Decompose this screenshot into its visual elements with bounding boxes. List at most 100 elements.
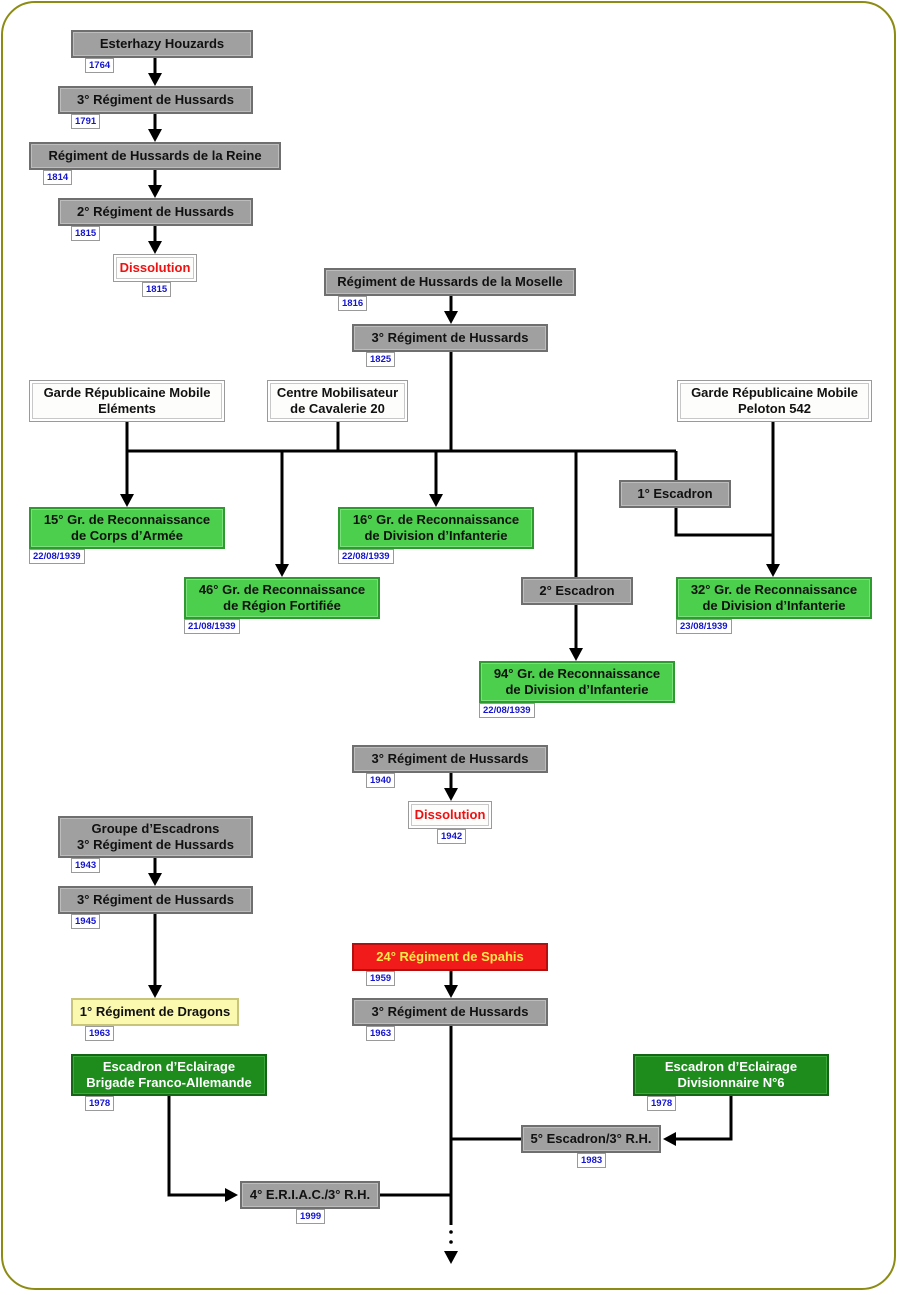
unit-label: Esterhazy Houzards xyxy=(99,36,225,51)
continuation-dot xyxy=(449,1240,453,1244)
connector-line xyxy=(167,1096,226,1197)
unit-box-ee-d6: Escadron d’Eclairage Divisionnaire N°6 xyxy=(633,1054,829,1096)
unit-box-gr32: 32° Gr. de Reconnaissance de Division d’… xyxy=(676,577,872,619)
unit-label: 46° Gr. de Reconnaissance de Région Fort… xyxy=(198,582,366,613)
unit-label: 3° Régiment de Hussards xyxy=(77,892,234,907)
unit-box-gr16: 16° Gr. de Reconnaissance de Division d’… xyxy=(338,507,534,549)
arrow-head-icon xyxy=(275,564,289,577)
unit-box-eriac4: 4° E.R.I.A.C./3° R.H. xyxy=(240,1181,380,1209)
unit-box-esc2: 2° Escadron xyxy=(521,577,633,605)
unit-label: Groupe d’Escadrons 3° Régiment de Hussar… xyxy=(77,821,234,852)
unit-box-moselle: Régiment de Hussards de la Moselle xyxy=(324,268,576,296)
unit-label: 16° Gr. de Reconnaissance de Division d’… xyxy=(352,512,520,543)
arrow-head-icon xyxy=(148,185,162,198)
date-tag: 1945 xyxy=(71,914,101,929)
date-tag: 1983 xyxy=(577,1153,607,1168)
unit-box-dragons: 1° Régiment de Dragons xyxy=(71,998,239,1026)
unit-label: Dissolution xyxy=(414,807,486,822)
unit-box-esc1: 1° Escadron xyxy=(619,480,731,508)
arrow-head-icon xyxy=(148,873,162,886)
unit-box-dissol-1942: Dissolution xyxy=(408,801,492,829)
unit-label: Garde Républicaine Mobile Peloton 542 xyxy=(691,385,858,416)
arrow-head-icon xyxy=(148,241,162,254)
unit-box-dissol-1815: Dissolution xyxy=(113,254,197,282)
arrow-head-icon xyxy=(444,788,458,801)
arrow-head-icon xyxy=(663,1132,676,1146)
unit-label: 4° E.R.I.A.C./3° R.H. xyxy=(249,1187,371,1202)
unit-label: 5° Escadron/3° R.H. xyxy=(530,1131,652,1146)
date-tag: 1959 xyxy=(366,971,396,986)
unit-box-grm-542: Garde Républicaine Mobile Peloton 542 xyxy=(677,380,872,422)
date-tag: 1943 xyxy=(71,858,101,873)
arrow-head-icon xyxy=(148,985,162,998)
date-tag: 22/08/1939 xyxy=(29,549,85,564)
unit-box-esc5: 5° Escadron/3° R.H. xyxy=(521,1125,661,1153)
date-tag: 1816 xyxy=(338,296,368,311)
unit-box-reine: Régiment de Hussards de la Reine xyxy=(29,142,281,170)
unit-label: 2° Régiment de Hussards xyxy=(77,204,234,219)
arrow-head-icon xyxy=(444,985,458,998)
unit-label: Régiment de Hussards de la Moselle xyxy=(337,274,563,289)
unit-box-gr15: 15° Gr. de Reconnaissance de Corps d’Arm… xyxy=(29,507,225,549)
unit-label: Garde Républicaine Mobile Eléments xyxy=(43,385,211,416)
date-tag: 1791 xyxy=(71,114,101,129)
unit-label: 3° Régiment de Hussards xyxy=(77,92,234,107)
unit-label: 94° Gr. de Reconnaissance de Division d’… xyxy=(493,666,661,697)
arrow-head-icon xyxy=(225,1188,238,1202)
unit-label: 3° Régiment de Hussards xyxy=(371,330,529,345)
unit-box-gr46: 46° Gr. de Reconnaissance de Région Fort… xyxy=(184,577,380,619)
date-tag: 1963 xyxy=(85,1026,115,1041)
date-tag: 1764 xyxy=(85,58,115,73)
date-tag: 23/08/1939 xyxy=(676,619,732,634)
arrow-head-icon xyxy=(148,73,162,86)
unit-label: 32° Gr. de Reconnaissance de Division d’… xyxy=(690,582,858,613)
unit-box-r3h-1940: 3° Régiment de Hussards xyxy=(352,745,548,773)
unit-label: Escadron d’Eclairage Divisionnaire N°6 xyxy=(664,1059,798,1090)
unit-label: Dissolution xyxy=(119,260,191,275)
arrow-head-icon xyxy=(120,494,134,507)
date-tag: 1815 xyxy=(142,282,172,297)
unit-box-r2h-1815: 2° Régiment de Hussards xyxy=(58,198,253,226)
arrow-head-icon xyxy=(444,311,458,324)
date-tag: 1940 xyxy=(366,773,396,788)
unit-box-r3h-1963: 3° Régiment de Hussards xyxy=(352,998,548,1026)
unit-label: 3° Régiment de Hussards xyxy=(371,1004,529,1019)
date-tag: 1814 xyxy=(43,170,73,185)
date-tag: 1999 xyxy=(296,1209,326,1224)
date-tag: 1963 xyxy=(366,1026,396,1041)
date-tag: 1978 xyxy=(647,1096,677,1111)
arrow-head-icon xyxy=(148,129,162,142)
date-tag: 1978 xyxy=(85,1096,115,1111)
unit-box-spahis: 24° Régiment de Spahis xyxy=(352,943,548,971)
arrow-head-icon xyxy=(569,648,583,661)
unit-label: 1° Escadron xyxy=(637,486,713,501)
unit-label: Régiment de Hussards de la Reine xyxy=(48,148,262,163)
unit-box-esterhazy: Esterhazy Houzards xyxy=(71,30,253,58)
unit-label: 15° Gr. de Reconnaissance de Corps d’Arm… xyxy=(43,512,211,543)
unit-label: Centre Mobilisateur de Cavalerie 20 xyxy=(276,385,399,416)
date-tag: 1942 xyxy=(437,829,467,844)
unit-box-r3h-1825: 3° Régiment de Hussards xyxy=(352,324,548,352)
date-tag: 1815 xyxy=(71,226,101,241)
connector-line xyxy=(674,508,773,537)
connector-line xyxy=(675,1096,733,1141)
unit-box-grm-elements: Garde Républicaine Mobile Eléments xyxy=(29,380,225,422)
unit-box-cm20: Centre Mobilisateur de Cavalerie 20 xyxy=(267,380,408,422)
unit-label: 3° Régiment de Hussards xyxy=(371,751,529,766)
unit-box-groupe-esc: Groupe d’Escadrons 3° Régiment de Hussar… xyxy=(58,816,253,858)
unit-box-r3h-1791: 3° Régiment de Hussards xyxy=(58,86,253,114)
date-tag: 22/08/1939 xyxy=(479,703,535,718)
unit-box-ee-bfa: Escadron d’Eclairage Brigade Franco-Alle… xyxy=(71,1054,267,1096)
date-tag: 21/08/1939 xyxy=(184,619,240,634)
unit-box-r3h-1945: 3° Régiment de Hussards xyxy=(58,886,253,914)
unit-label: 1° Régiment de Dragons xyxy=(79,1004,231,1019)
unit-label: Escadron d’Eclairage Brigade Franco-Alle… xyxy=(86,1059,252,1090)
arrow-head-icon xyxy=(429,494,443,507)
date-tag: 1825 xyxy=(366,352,396,367)
unit-box-gr94: 94° Gr. de Reconnaissance de Division d’… xyxy=(479,661,675,703)
arrow-head-icon xyxy=(766,564,780,577)
date-tag: 22/08/1939 xyxy=(338,549,394,564)
continuation-dot xyxy=(449,1230,453,1234)
unit-label: 24° Régiment de Spahis xyxy=(376,949,524,964)
